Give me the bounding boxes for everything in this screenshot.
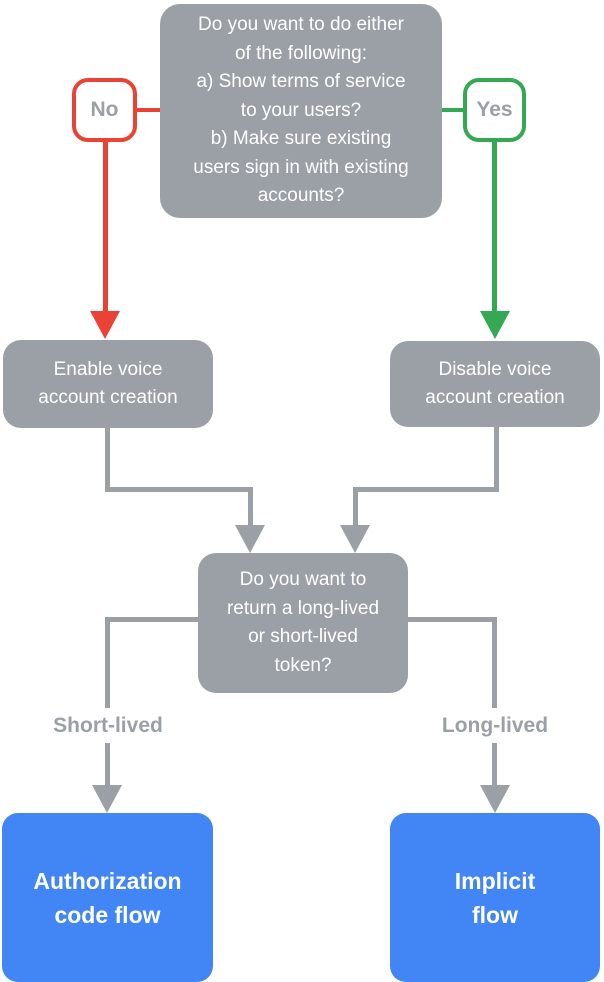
- short-lived-edge-label: Short-lived: [23, 708, 193, 743]
- disable-to-question2-arrowhead-icon: [340, 525, 370, 553]
- long-lived-edge-label: Long-lived: [410, 708, 580, 743]
- short-lived-connector-horizontal: [105, 617, 198, 622]
- disable-voice-account-creation-node: Disable voice account creation: [390, 341, 600, 427]
- enable-to-question2-connector-vertical-2: [248, 487, 253, 525]
- yes-badge: Yes: [463, 78, 526, 142]
- enable-to-question2-connector-vertical-1: [105, 428, 110, 492]
- long-lived-arrowhead-icon: [480, 785, 510, 813]
- short-lived-connector-vertical: [105, 617, 110, 785]
- no-branch-connector-vertical: [103, 140, 108, 311]
- implicit-flow-node: Implicit flow: [390, 813, 600, 982]
- question-node-terms-of-service: Do you want to do either of the followin…: [160, 4, 442, 218]
- yes-branch-connector-vertical: [492, 140, 497, 311]
- authorization-code-flow-node: Authorization code flow: [2, 813, 213, 982]
- question-node-token-lifetime: Do you want to return a long-lived or sh…: [198, 553, 408, 693]
- yes-branch-arrowhead-icon: [480, 311, 510, 339]
- enable-to-question2-connector-horizontal: [105, 487, 253, 492]
- enable-to-question2-arrowhead-icon: [235, 525, 265, 553]
- long-lived-connector-vertical: [492, 617, 497, 785]
- short-lived-arrowhead-icon: [92, 785, 122, 813]
- disable-to-question2-connector-horizontal: [353, 487, 499, 492]
- enable-voice-account-creation-node: Enable voice account creation: [3, 340, 213, 428]
- long-lived-connector-horizontal: [408, 617, 497, 622]
- no-badge: No: [72, 78, 137, 142]
- no-branch-connector-horizontal: [135, 108, 162, 112]
- disable-to-question2-connector-vertical-1: [494, 427, 499, 492]
- disable-to-question2-connector-vertical-2: [353, 487, 358, 525]
- no-branch-arrowhead-icon: [90, 311, 120, 339]
- yes-branch-connector-horizontal: [442, 108, 465, 112]
